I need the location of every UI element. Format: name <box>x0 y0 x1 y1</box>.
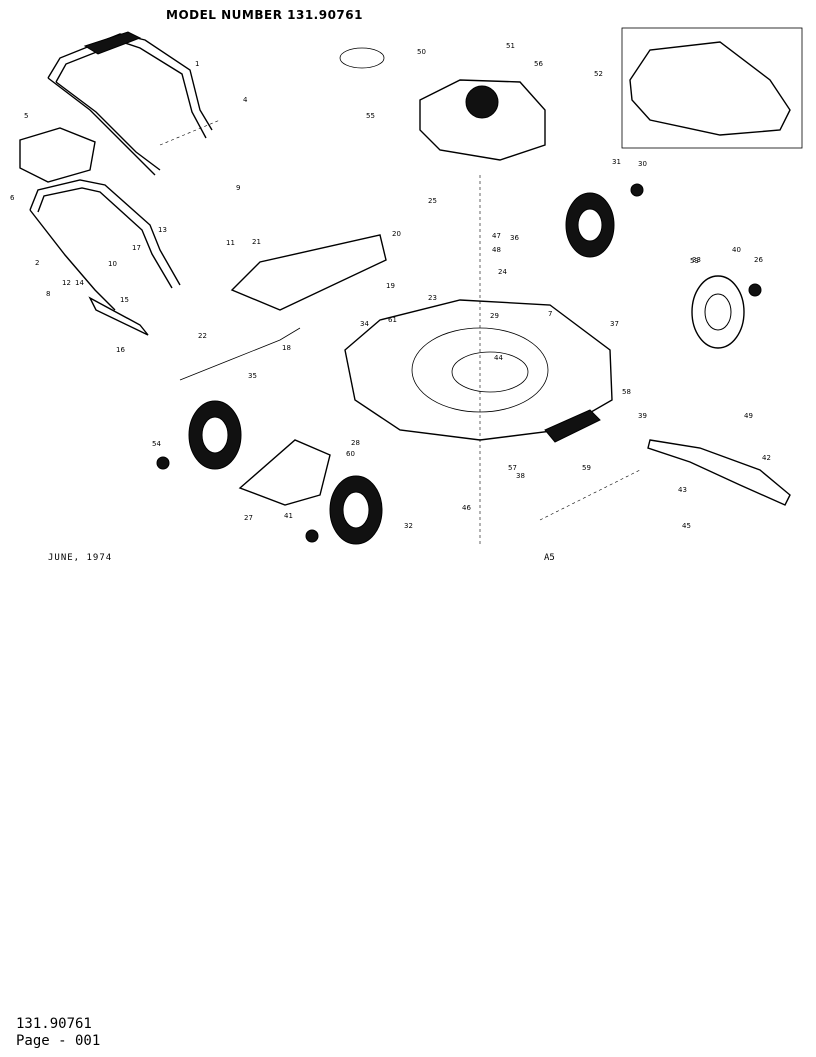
callout-label: 28 <box>351 439 360 447</box>
callout-labels: 1 2 4 5 6 7 8 9 10 11 12 13 14 15 16 17 … <box>10 42 771 530</box>
rear-deflector <box>230 234 387 311</box>
callout-label: 51 <box>506 42 515 50</box>
control-cable <box>179 327 301 381</box>
revision-date: JUNE, 1974 <box>48 553 113 563</box>
callout-label: 23 <box>428 294 437 302</box>
exploded-parts-diagram: 1 2 4 5 6 7 8 9 10 11 12 13 14 15 16 17 … <box>10 27 803 545</box>
callout-label: 6 <box>10 194 15 202</box>
engine <box>339 47 546 161</box>
callout-label: 55 <box>366 112 375 120</box>
callout-label: 53 <box>690 257 699 265</box>
lower-handle <box>29 179 181 311</box>
callout-label: 61 <box>388 316 397 324</box>
callout-label: 18 <box>282 344 291 352</box>
callout-label: 1 <box>195 60 199 68</box>
handle-bracket <box>88 296 149 336</box>
callout-label: 13 <box>158 226 167 234</box>
callout-label: 14 <box>75 279 84 287</box>
footer-page-number: Page - 001 <box>16 1033 101 1049</box>
callout-label: 5 <box>24 112 28 120</box>
callout-label: 2 <box>35 259 39 267</box>
callout-label: 26 <box>754 256 763 264</box>
callout-label: 38 <box>516 472 525 480</box>
callout-label: 30 <box>638 160 647 168</box>
grass-catcher-bag <box>629 41 791 136</box>
callout-label: 25 <box>428 197 437 205</box>
grass-catcher-frame <box>621 27 803 149</box>
cutting-blade <box>647 439 791 506</box>
footer-part-number: 131.90761 <box>16 1016 92 1032</box>
wheel-rear-left <box>565 192 615 258</box>
callout-label: 50 <box>417 48 426 56</box>
wheel-front-left <box>188 400 242 470</box>
callout-label: 57 <box>508 464 517 472</box>
callout-label: 60 <box>346 450 355 458</box>
model-number-title: MODEL NUMBER 131.90761 <box>166 8 363 22</box>
callout-label: 12 <box>62 279 71 287</box>
callout-label: 54 <box>152 440 161 448</box>
upper-handle <box>47 31 213 176</box>
callout-label: 41 <box>284 512 293 520</box>
callout-label: 40 <box>732 246 741 254</box>
callout-label: 45 <box>682 522 691 530</box>
callout-label: 43 <box>678 486 687 494</box>
callout-label: 39 <box>638 412 647 420</box>
callout-label: 35 <box>248 372 257 380</box>
callout-label: 27 <box>244 514 253 522</box>
callout-label: 46 <box>462 504 471 512</box>
callout-label: 19 <box>386 282 395 290</box>
callout-label: 31 <box>612 158 621 166</box>
callout-label: 56 <box>534 60 543 68</box>
callout-label: 58 <box>622 388 631 396</box>
wheel-front-right <box>329 475 383 545</box>
callout-label: 37 <box>610 320 619 328</box>
callout-label: 7 <box>548 310 552 318</box>
callout-label: 11 <box>226 239 235 247</box>
hubcap <box>305 529 319 543</box>
callout-label: 42 <box>762 454 771 462</box>
callout-label: 16 <box>116 346 125 354</box>
hubcap <box>156 456 170 470</box>
callout-label: 9 <box>236 184 240 192</box>
callout-label: 32 <box>404 522 413 530</box>
callout-label: 29 <box>490 312 499 320</box>
callout-label: 49 <box>744 412 753 420</box>
callout-label: 8 <box>46 290 50 298</box>
callout-label: 48 <box>492 246 501 254</box>
hubcap <box>748 283 762 297</box>
callout-label: 47 <box>492 232 501 240</box>
wheel-rear-right <box>691 275 745 349</box>
callout-label: 15 <box>120 296 129 304</box>
callout-label: 10 <box>108 260 117 268</box>
callout-label: 21 <box>252 238 261 246</box>
rear-flap <box>238 439 331 506</box>
callout-label: 44 <box>494 354 503 362</box>
sheet-code: A5 <box>544 553 555 563</box>
callout-label: 36 <box>510 234 519 242</box>
callout-label: 22 <box>198 332 207 340</box>
mower-deck <box>344 299 613 443</box>
callout-label: 59 <box>582 464 591 472</box>
hubcap <box>630 183 644 197</box>
callout-label: 20 <box>392 230 401 238</box>
callout-label: 33 <box>692 256 701 264</box>
callout-label: 17 <box>132 244 141 252</box>
control-box <box>19 127 96 183</box>
callout-label: 4 <box>243 96 248 104</box>
callout-label: 34 <box>360 320 369 328</box>
callout-label: 52 <box>594 70 603 78</box>
callout-label: 24 <box>498 268 507 276</box>
